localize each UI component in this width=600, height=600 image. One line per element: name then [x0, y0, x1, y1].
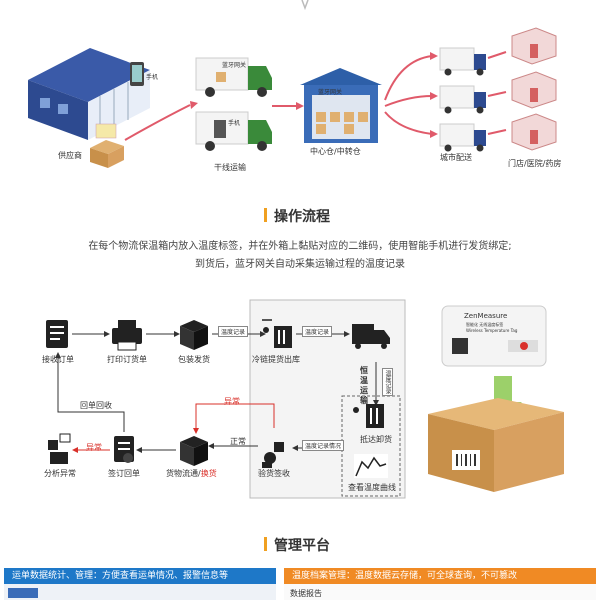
right-platform-preview: 数据报告: [284, 584, 596, 600]
truck-icon: [195, 57, 272, 97]
view-curve-label: 查看温度曲线: [348, 483, 396, 492]
temp-record-tag-2: 温度记录: [302, 326, 333, 337]
platform-title: 管理平台: [274, 538, 330, 554]
temp-record-status-tag: 温度记录情况: [302, 440, 345, 451]
left-platform-bar: 运单数据统计、管理：方便查看运单情况、报警信息等: [4, 568, 276, 584]
city-truck-icon: [439, 47, 486, 76]
store-icon: [511, 113, 557, 151]
receive-order-label: 接收订单: [42, 355, 74, 364]
bt-gateway-center-label: 蓝牙网关: [318, 89, 343, 96]
preview-logo: [8, 588, 38, 598]
box-package-icon: [180, 320, 208, 350]
device-brand: ZenMeasure: [464, 312, 508, 320]
abnormal-left-label: 异常: [86, 443, 102, 452]
analyze-abnormal-label: 分析异常: [44, 469, 76, 478]
goods-flow-label: 货物流通/换货: [166, 469, 217, 478]
supplier-label: 供应商: [58, 151, 82, 160]
data-report-label: 数据报告: [290, 589, 322, 598]
receipt-icon: [114, 436, 134, 463]
inspect-sign-label: 验货签收: [258, 469, 290, 478]
scanner-icon: [262, 442, 284, 468]
analyze-icon: [48, 433, 71, 464]
order-icon: [46, 320, 68, 348]
center-label: 中心仓/中转仓: [310, 147, 361, 156]
device-sub1: 智能化 无线温度标签: [466, 322, 504, 327]
city-label: 城市配送: [440, 153, 472, 162]
temp-record-tag-1: 温度记录: [218, 326, 249, 337]
city-truck-icon: [439, 85, 486, 114]
normal-label: 正常: [230, 437, 246, 446]
logistics-scene: 供应商 手机 蓝牙网关 手机 干线运输 蓝牙网关 中心仓/中转仓 城市配送 门店…: [0, 0, 600, 185]
trunk-label: 干线运输: [214, 163, 246, 172]
sign-return-label: 签订回单: [108, 469, 140, 478]
bt-gateway-label: 蓝牙网关: [222, 62, 247, 69]
process-title: 操作流程: [274, 209, 330, 225]
process-desc-1: 在每个物流保温箱内放入温度标签，并在外箱上黏贴对应的二维码，使用智能手机进行发货…: [88, 241, 512, 252]
store-icon: [511, 27, 557, 65]
warehouse-icon: [28, 48, 150, 140]
right-platform-bar: 温度档案管理：温度数据云存储，可全球查询，不可篡改: [284, 568, 596, 584]
flow-diagram: 接收订单 打印订货单 包装发货 冷链提货出库 温度记录 温度记录 恒 温 运 输…: [0, 296, 600, 506]
device-sub2: Wireless Temperature Tag: [466, 328, 518, 333]
down-arrow-icon: [494, 376, 512, 402]
process-title-accent: [264, 208, 267, 222]
truck-icon: [195, 111, 272, 151]
phone-truck-label: 手机: [228, 120, 241, 127]
arrive-unload-label: 抵达卸货: [360, 435, 392, 444]
temp-record-tag-3: 温度记录: [382, 368, 393, 396]
box-icon: [90, 140, 124, 168]
process-desc-2: 到货后，蓝牙网关自动采集运输过程的温度记录: [195, 259, 405, 270]
qr-icon: [452, 338, 468, 354]
logistics-illustration: [28, 0, 557, 168]
goods-flow-icon: [180, 436, 208, 466]
pack-ship-label: 包装发货: [178, 355, 210, 364]
return-receipt-label: 回单回收: [80, 401, 112, 410]
stores-label: 门店/医院/药房: [508, 159, 562, 168]
center-warehouse-icon: [300, 68, 382, 143]
cold-chain-out-icon: [262, 319, 292, 348]
print-order-label: 打印订货单: [107, 355, 147, 364]
temp-curve-icon: [354, 454, 388, 478]
phone-label: 手机: [146, 74, 159, 81]
abnormal-label: 异常: [224, 397, 240, 406]
device-box-illustration: [428, 305, 564, 492]
truck-flow-icon: [352, 324, 390, 349]
left-platform-preview: [4, 584, 276, 600]
store-icon: [511, 71, 557, 109]
cold-chain-out-label: 冷链提货出库: [252, 355, 300, 364]
unload-icon: [353, 404, 384, 428]
printer-icon: [112, 320, 142, 351]
platform-title-accent: [264, 537, 267, 551]
city-truck-icon: [439, 123, 486, 152]
const-temp-label: 恒 温 运 输: [360, 366, 368, 405]
